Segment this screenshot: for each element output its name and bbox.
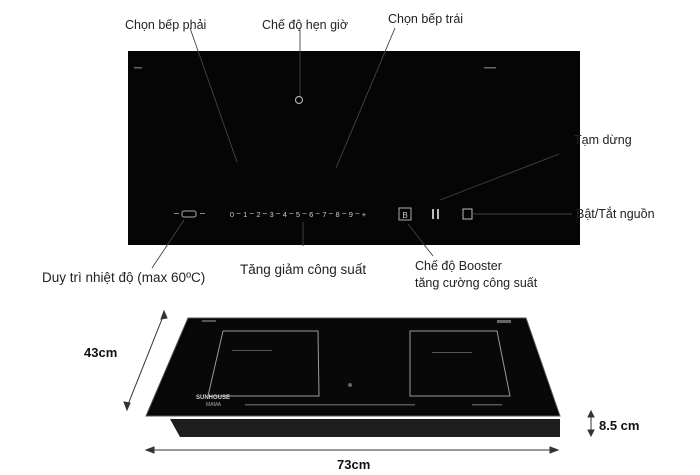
slider-digit: 8 xyxy=(336,210,340,219)
leader-right-burner xyxy=(189,27,238,163)
slider-digit: 2 xyxy=(256,210,260,219)
slider-segment xyxy=(302,213,307,214)
panel-mark-right xyxy=(484,67,496,69)
slider-digit: 6 xyxy=(309,210,313,219)
slider-segment xyxy=(236,213,241,214)
slider-digit: + xyxy=(362,210,367,219)
pause-icon xyxy=(432,209,439,219)
label-booster-line1: Chế độ Booster xyxy=(415,259,502,273)
label-booster-line2: tăng cường công suất xyxy=(415,276,538,290)
leader-left-burner xyxy=(335,27,396,169)
label-power-adjust: Tăng giảm công suất xyxy=(240,262,367,277)
label-keep-warm: Duy trì nhiệt độ (max 60ºC) xyxy=(42,270,206,285)
left-cooking-zone xyxy=(207,330,320,397)
slider-digit: 1 xyxy=(243,210,247,219)
slider-digit: 3 xyxy=(270,210,274,219)
right-cooking-zone xyxy=(409,330,511,397)
label-left-burner: Chọn bếp trái xyxy=(388,12,464,26)
slider-digit: 7 xyxy=(322,210,326,219)
cooktop-image xyxy=(145,317,561,437)
label-right-burner: Chọn bếp phải xyxy=(125,18,207,32)
depth-dimension: 43cm xyxy=(84,345,118,360)
panel-mark-left xyxy=(134,67,142,69)
booster-key xyxy=(398,207,412,221)
slider-segment xyxy=(328,213,333,214)
height-dimension: 8.5 cm xyxy=(599,418,640,433)
leader-lines xyxy=(151,27,572,269)
leader-pause xyxy=(439,153,560,201)
timer-icon xyxy=(294,95,304,105)
booster-symbol: B xyxy=(402,211,407,220)
control-panel-closeup xyxy=(128,51,580,245)
dimension-lines xyxy=(123,309,595,454)
sub-brand-logo: MAMA xyxy=(206,402,222,408)
slider-segment xyxy=(355,213,360,214)
slider-segment xyxy=(262,213,267,214)
label-pause: Tạm dừng xyxy=(574,133,632,147)
width-dimension: 73cm xyxy=(337,457,371,472)
label-power: Bật/Tắt nguồn xyxy=(576,207,655,221)
slider-digit: 5 xyxy=(296,210,300,219)
slider-digit: 9 xyxy=(349,210,353,219)
slider-segment xyxy=(276,213,281,214)
slider-segment xyxy=(289,213,294,214)
label-timer: Chế độ hẹn giờ xyxy=(262,18,349,32)
slider-segment xyxy=(249,213,254,214)
keep-warm-icon xyxy=(174,210,205,218)
power-icon xyxy=(462,208,473,220)
leader-booster xyxy=(407,223,434,257)
slider-digit: 0 xyxy=(230,210,234,219)
slider-segment xyxy=(342,213,347,214)
brand-logo: SUNHOUSE xyxy=(196,395,230,401)
slider-digit: 4 xyxy=(283,210,287,219)
leader-keep-warm xyxy=(151,219,185,269)
slider-segment xyxy=(315,213,320,214)
